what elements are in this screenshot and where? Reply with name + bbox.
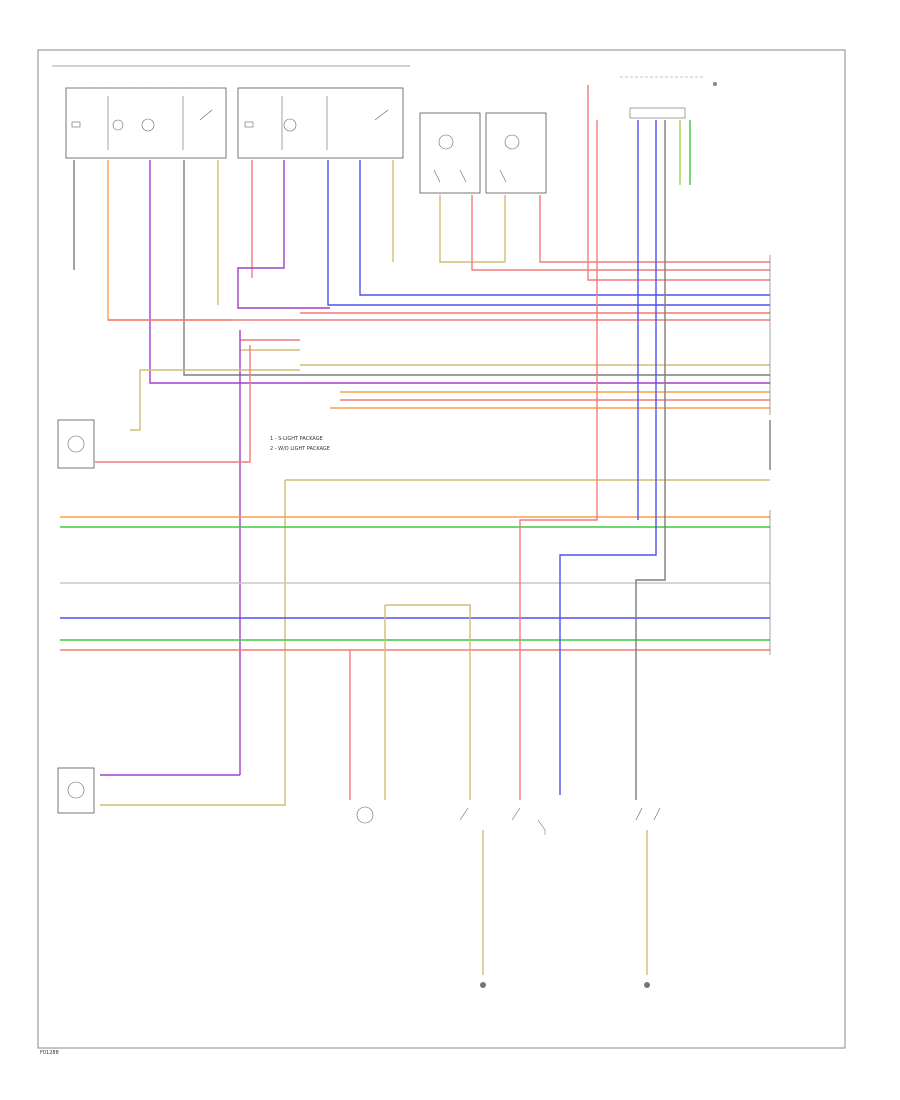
right-rear-lamp xyxy=(57,767,95,814)
ground-terminals xyxy=(480,982,650,988)
right-lamp-module xyxy=(237,87,404,159)
left-rear-lamp xyxy=(57,419,95,469)
left-lamp-module xyxy=(65,87,227,159)
relay-2 xyxy=(485,112,547,194)
note-2: 2 - W/O LIGHT PACKAGE xyxy=(270,446,330,452)
footer-code: F01288 xyxy=(40,1050,59,1056)
diagram-border xyxy=(37,49,846,1049)
relay-1 xyxy=(419,112,481,194)
wires xyxy=(60,85,771,975)
bottom-switches xyxy=(459,807,661,831)
note-1: 1 - S-LIGHT PACKAGE xyxy=(270,436,323,442)
bottom-lamp-1 xyxy=(356,806,374,824)
connector-block xyxy=(629,107,686,119)
ground-point xyxy=(713,82,717,86)
